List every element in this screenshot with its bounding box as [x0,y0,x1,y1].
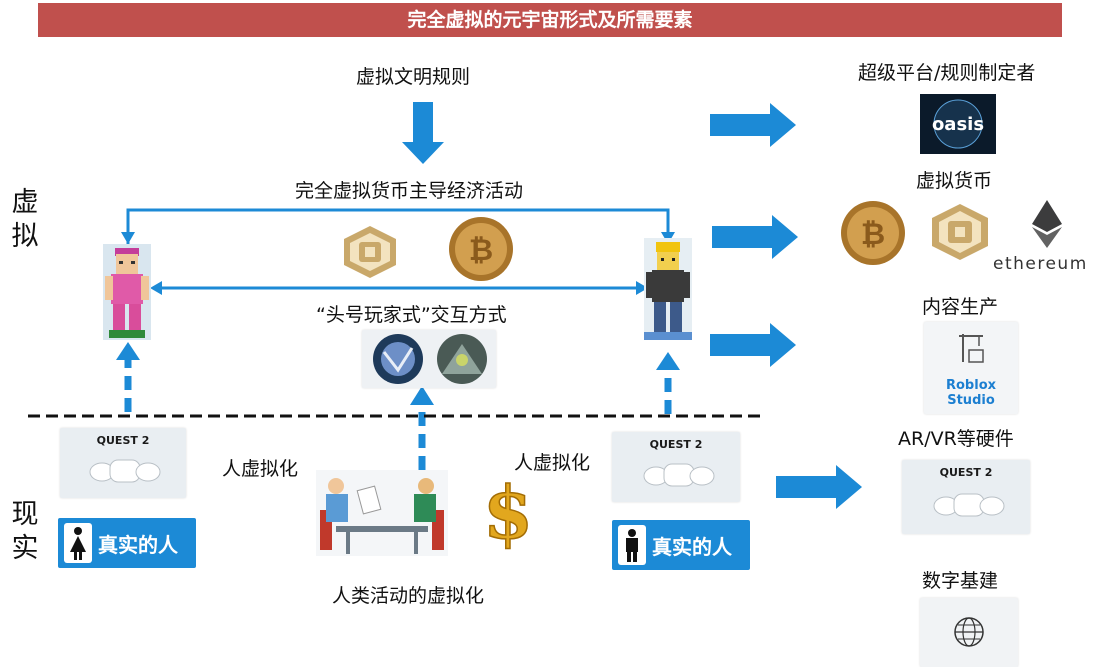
hardware-label: AR/VR等硬件 [898,428,1014,450]
left-dashed-up-head [116,342,140,360]
right-arrow-platform [710,103,796,147]
side-label-real-char1: 现 [11,499,39,530]
rules-label: 虚拟文明规则 [356,66,471,88]
bitcoin-coin-icon: ₿ [840,200,906,266]
side-label-virtual: 虚 拟 [8,186,42,254]
quest2-headset-left: QUEST 2 [60,428,186,498]
real-person-left-badge: 真实的人 [58,518,196,568]
currency-flow-line [126,208,670,244]
studio-label: Studio [947,393,995,408]
quest2-headset-right: QUEST 2 [612,432,740,502]
real-person-left-label: 真实的人 [98,532,178,557]
right-arrow-hardware [776,465,862,509]
right-arrow-content [710,323,796,367]
female-avatar [103,244,151,340]
interaction-arrow-right-head [636,281,648,295]
ethereum-label: ethereum [993,254,1088,274]
bitcoin-coin-icon: ₿ [448,216,514,282]
center-dashed-up-head [410,386,434,405]
quest2-label: QUEST 2 [649,438,703,451]
quest2-label: QUEST 2 [939,466,993,479]
side-label-real: 现 实 [8,498,42,566]
male-person-icon [618,525,646,565]
platform-label: 超级平台/规则制定者 [858,62,1036,84]
roblox-studio-tile: Roblox Studio [924,322,1018,414]
right-arrow-currency [712,215,798,259]
currency-label: 虚拟货币 [916,170,993,192]
real-person-right-badge: 真实的人 [612,520,750,570]
digital-infrastructure-tile [920,598,1018,667]
roblox-label: Roblox [945,378,997,393]
oasis-logo-text: oasis [932,114,984,135]
side-label-real-char2: 实 [11,533,39,564]
currency-arrow-left-head [121,232,135,244]
quest2-headset-hardware: QUEST 2 [902,460,1030,534]
svg-text:₿: ₿ [469,233,493,268]
infrastructure-label: 数字基建 [922,570,999,592]
interaction-label: “头号玩家式”交互方式 [316,304,507,326]
robux-coin-icon [340,224,400,280]
interaction-arrow-left-head [150,281,162,295]
globe-icon [953,616,985,652]
currency-activity-label: 完全虚拟货币主导经济活动 [295,180,524,202]
side-label-virtual-char1: 虚 [11,187,39,218]
human-virtualization-left-label: 人虚拟化 [222,458,299,480]
content-label: 内容生产 [922,296,999,318]
meeting-illustration [316,470,448,556]
activity-virtualization-label: 人类活动的虚拟化 [332,585,485,607]
oasis-logo: oasis [920,94,996,154]
rules-down-arrow [402,102,444,164]
side-label-virtual-char2: 拟 [11,221,39,252]
ready-player-one-images [362,330,496,388]
dollar-sign-icon: $ [480,469,536,556]
quest2-label: QUEST 2 [96,434,150,447]
page-title: 完全虚拟的元宇宙形式及所需要素 [38,3,1062,37]
crane-icon [957,330,985,368]
human-virtualization-right-label: 人虚拟化 [514,452,591,474]
ethereum-diamond-icon [1030,200,1064,248]
male-avatar [644,238,692,340]
female-person-icon [64,523,92,563]
right-dashed-up-head [656,352,680,370]
real-person-right-label: 真实的人 [652,534,732,559]
svg-text:$: $ [483,472,533,552]
svg-text:₿: ₿ [861,217,885,252]
robux-coin-icon [928,202,992,262]
